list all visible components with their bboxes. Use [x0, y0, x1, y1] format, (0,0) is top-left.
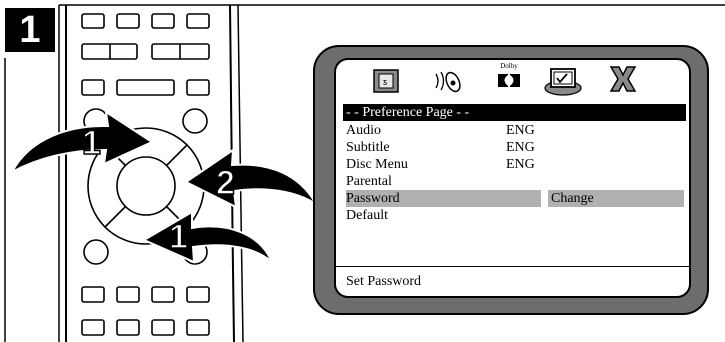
menu-item-audio[interactable]: Audio ENG [346, 122, 686, 139]
menu-item-value: ENG [506, 123, 535, 138]
remote-enter-button [116, 156, 176, 216]
change-password-option[interactable]: Change [548, 190, 684, 207]
menu-item-disc-menu[interactable]: Disc Menu ENG [346, 156, 686, 173]
menu-item-password[interactable]: Password Change [346, 190, 686, 207]
remote-round-button [182, 108, 208, 134]
remote-round-button [83, 239, 109, 265]
menu-item-label: Subtitle [346, 140, 390, 155]
callout-arrow-2 [184, 148, 317, 209]
callout-label-1-top: 1 [81, 123, 101, 163]
remote-button [186, 13, 210, 29]
callout-label-1-bottom: 1 [168, 217, 188, 257]
menu-item-default[interactable]: Default [346, 207, 686, 224]
menu-item-parental[interactable]: Parental [346, 173, 686, 190]
menu-item-subtitle[interactable]: Subtitle ENG [346, 139, 686, 156]
callout-arrow-1-top [9, 109, 155, 175]
remote-button [151, 13, 175, 29]
status-bar: Set Password [336, 266, 689, 296]
menu-item-label: Parental [346, 174, 392, 189]
remote-button [116, 13, 140, 29]
callout-label-2: 2 [215, 163, 235, 203]
dolby-tab-icon[interactable]: Dolby [494, 62, 524, 95]
menu-item-label: Disc Menu [346, 157, 408, 172]
audio-wave-tab-icon[interactable] [432, 66, 464, 96]
remote-button [81, 13, 105, 29]
page-title: - - Preference Page - - [343, 104, 686, 121]
osd-screen: ƽ Dolby [334, 58, 691, 298]
menu-item-value: ENG [506, 157, 535, 172]
remote-buttons-bottom [81, 286, 210, 336]
menu-item-label: Audio [346, 123, 381, 138]
preference-check-tab-icon[interactable] [543, 66, 583, 98]
exit-x-icon[interactable] [608, 64, 638, 94]
menu-item-value: ENG [506, 140, 535, 155]
menu-item-label: Default [346, 208, 388, 223]
step-number-badge: 1 [5, 8, 55, 52]
callout-arrow-1-bottom [141, 210, 273, 264]
svg-text:ƽ: ƽ [383, 77, 387, 87]
speaker-tab-icon[interactable]: ƽ [372, 66, 402, 96]
remote-buttons-top [81, 13, 210, 96]
menu-item-label: Password [346, 190, 541, 207]
osd-tab-bar: ƽ Dolby [336, 62, 689, 102]
dolby-caption: Dolby [500, 62, 518, 70]
